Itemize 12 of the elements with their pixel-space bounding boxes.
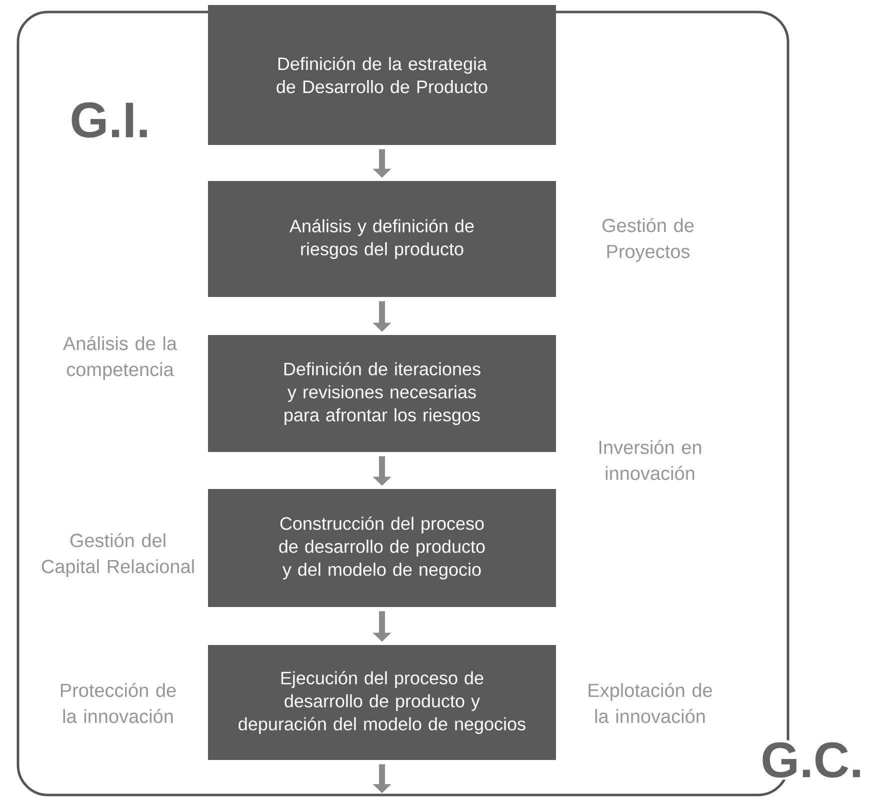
side-label: Inversión en innovación xyxy=(599,440,702,480)
process-box: Definición de la estrategia de Desarrollo de Producto xyxy=(208,5,556,145)
process-box: Definición de iteraciones y revisiones necesarias para afrontar los riesgos xyxy=(208,334,556,452)
side-label: Protección de la innovación xyxy=(60,682,176,724)
group-label: G.C. xyxy=(758,740,866,780)
group-label: G.I. xyxy=(68,100,152,140)
process-box: Construcción del proceso de desarrollo de producto y del modelo de negocio xyxy=(208,489,556,607)
side-label: Gestión de Proyectos xyxy=(602,218,694,262)
process-box: Análisis y definición de riesgos del producto xyxy=(208,181,556,297)
side-label: Explotación de la innovación xyxy=(588,682,712,724)
process-box: Ejecución del proceso de desarrollo de producto y depuración del modelo de negocios xyxy=(208,644,556,760)
side-label: Análisis de la competencia xyxy=(63,336,177,380)
